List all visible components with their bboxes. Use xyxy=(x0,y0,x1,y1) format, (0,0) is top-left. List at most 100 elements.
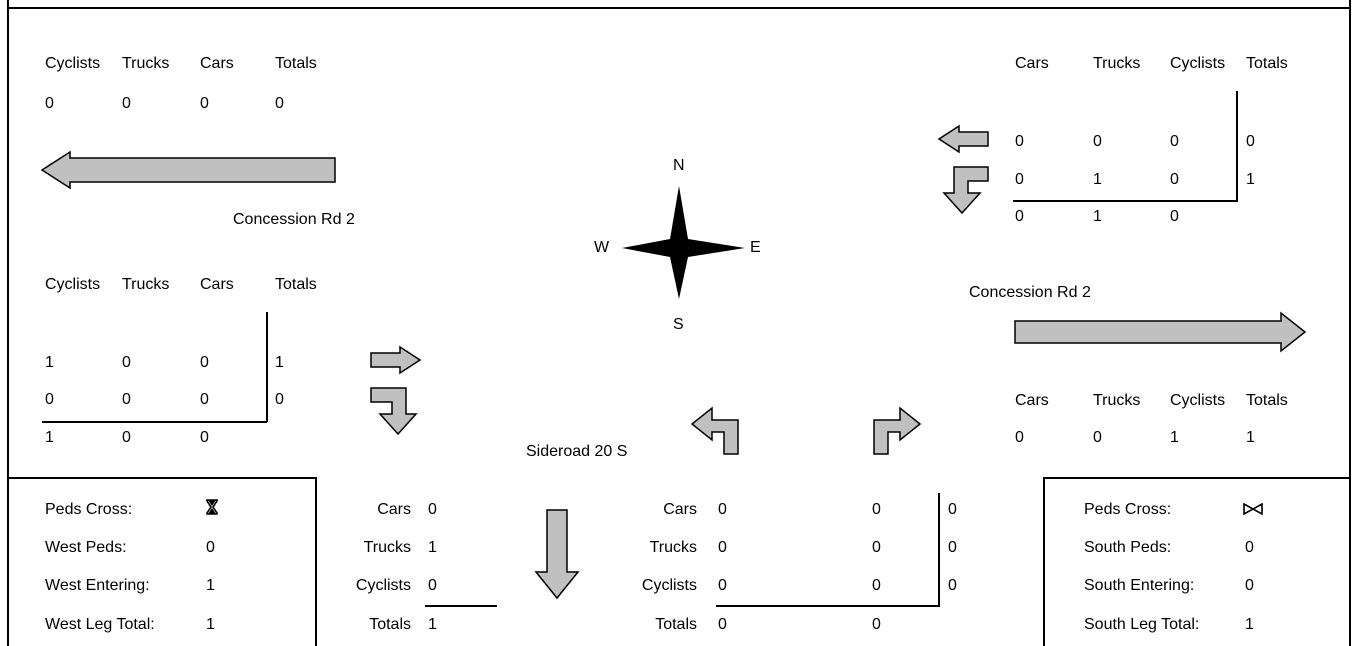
ne-header-cars: Cars xyxy=(1015,55,1049,72)
west-sum-trucks: 0 xyxy=(122,429,131,446)
west-r1-totals: 1 xyxy=(275,354,284,371)
sw-box-right-border xyxy=(315,477,317,646)
south-in-c3-cars: 0 xyxy=(948,501,957,518)
sw-peds-value: 0 xyxy=(206,539,215,556)
west-r1-cars: 0 xyxy=(200,354,209,371)
east-road-label: Concession Rd 2 xyxy=(969,284,1091,301)
ne-sum-trucks: 1 xyxy=(1093,208,1102,225)
east-header-cyclists: Cyclists xyxy=(1170,392,1226,409)
ne-vertical-divider xyxy=(1236,91,1238,201)
ne-horizontal-divider xyxy=(1013,200,1238,202)
west-r1-trucks: 0 xyxy=(122,354,131,371)
se-entering-label: South Entering: xyxy=(1084,577,1195,594)
west-header-trucks: Trucks xyxy=(122,276,170,293)
hourglass-icon xyxy=(206,499,218,520)
west-header-cars: Cars xyxy=(200,276,234,293)
west-r2-trucks: 0 xyxy=(122,391,131,408)
nw-header-cars: Cars xyxy=(200,55,234,72)
west-header-cyclists: Cyclists xyxy=(45,276,101,293)
east-value-cyclists: 1 xyxy=(1170,429,1179,446)
south-road-label: Sideroad 20 S xyxy=(526,443,628,460)
nw-header-totals: Totals xyxy=(275,55,317,72)
ne-r1-cyclists: 0 xyxy=(1170,133,1179,150)
south-in-c2-trucks: 0 xyxy=(872,539,881,556)
sw-leg-total-label: West Leg Total: xyxy=(45,616,155,633)
compass-west: W xyxy=(594,239,610,256)
west-r1-cyclists: 1 xyxy=(45,354,54,371)
south-in-c2-totals: 0 xyxy=(872,616,881,633)
se-peds-cross-label: Peds Cross: xyxy=(1084,501,1172,518)
nw-header-trucks: Trucks xyxy=(122,55,170,72)
frame-left-border xyxy=(7,0,9,646)
west-header-totals: Totals xyxy=(275,276,317,293)
south-in-label-cyclists: Cyclists xyxy=(641,577,697,594)
south-out-value-cyclists: 0 xyxy=(428,577,437,594)
south-in-c1-totals: 0 xyxy=(718,616,727,633)
compass-east: E xyxy=(750,239,761,256)
south-in-vertical-divider xyxy=(938,493,940,606)
se-leg-total-value: 1 xyxy=(1245,616,1254,633)
nw-value-totals: 0 xyxy=(275,95,284,112)
nw-value-cars: 0 xyxy=(200,95,209,112)
south-in-c2-cyclists: 0 xyxy=(872,577,881,594)
south-out-label-trucks: Trucks xyxy=(363,539,411,556)
ne-r1-totals: 0 xyxy=(1246,133,1255,150)
westbound-arrow-icon xyxy=(40,150,340,190)
south-in-c3-cyclists: 0 xyxy=(948,577,957,594)
west-sum-cars: 0 xyxy=(200,429,209,446)
sw-entering-label: West Entering: xyxy=(45,577,150,594)
west-horizontal-divider xyxy=(42,421,267,423)
south-out-value-totals: 1 xyxy=(428,616,437,633)
south-out-value-trucks: 1 xyxy=(428,539,437,556)
south-in-c3-trucks: 0 xyxy=(948,539,957,556)
south-out-value-cars: 0 xyxy=(428,501,437,518)
ne-r2-cars: 0 xyxy=(1015,171,1024,188)
east-header-cars: Cars xyxy=(1015,392,1049,409)
ne-r2-trucks: 1 xyxy=(1093,171,1102,188)
east-value-cars: 0 xyxy=(1015,429,1024,446)
compass-rose xyxy=(580,150,780,355)
south-in-c1-cyclists: 0 xyxy=(718,577,727,594)
west-road-label: Concession Rd 2 xyxy=(233,211,355,228)
west-vertical-divider xyxy=(266,312,268,422)
east-header-totals: Totals xyxy=(1246,392,1288,409)
south-out-label-cyclists: Cyclists xyxy=(355,577,411,594)
ne-r1-cars: 0 xyxy=(1015,133,1024,150)
eastbound-arrow-icon xyxy=(1013,309,1313,353)
west-right-turn-arrow-icon xyxy=(370,386,422,438)
ne-header-totals: Totals xyxy=(1246,55,1288,72)
south-out-label-cars: Cars xyxy=(377,501,411,518)
sw-entering-value: 1 xyxy=(206,577,215,594)
frame-right-border xyxy=(1349,0,1351,646)
sw-leg-total-value: 1 xyxy=(206,616,215,633)
south-in-label-cars: Cars xyxy=(663,501,697,518)
compass-south: S xyxy=(673,316,684,333)
sw-peds-cross-label: Peds Cross: xyxy=(45,501,133,518)
west-r2-totals: 0 xyxy=(275,391,284,408)
east-value-totals: 1 xyxy=(1246,429,1255,446)
southbound-arrow-icon xyxy=(534,508,580,600)
west-r2-cars: 0 xyxy=(200,391,209,408)
east-left-turn-arrow-icon xyxy=(938,165,990,217)
nw-value-cyclists: 0 xyxy=(45,95,54,112)
south-in-c1-trucks: 0 xyxy=(718,539,727,556)
south-in-c2-cars: 0 xyxy=(872,501,881,518)
south-in-horizontal-divider xyxy=(716,605,940,607)
bottom-band-top-left xyxy=(7,477,316,479)
south-out-label-totals: Totals xyxy=(369,616,411,633)
west-sum-cyclists: 1 xyxy=(45,429,54,446)
south-in-label-totals: Totals xyxy=(655,616,697,633)
east-value-trucks: 0 xyxy=(1093,429,1102,446)
se-entering-value: 0 xyxy=(1245,577,1254,594)
ne-r2-totals: 1 xyxy=(1246,171,1255,188)
south-in-c1-cars: 0 xyxy=(718,501,727,518)
se-box-left-border xyxy=(1043,477,1045,646)
south-out-divider xyxy=(425,605,497,607)
nw-header-cyclists: Cyclists xyxy=(45,55,101,72)
compass-star-icon xyxy=(622,186,745,299)
frame-top-border xyxy=(7,7,1350,9)
west-through-arrow-icon xyxy=(370,345,422,377)
se-peds-label: South Peds: xyxy=(1084,539,1172,556)
ne-sum-cars: 0 xyxy=(1015,208,1024,225)
ne-header-trucks: Trucks xyxy=(1093,55,1141,72)
